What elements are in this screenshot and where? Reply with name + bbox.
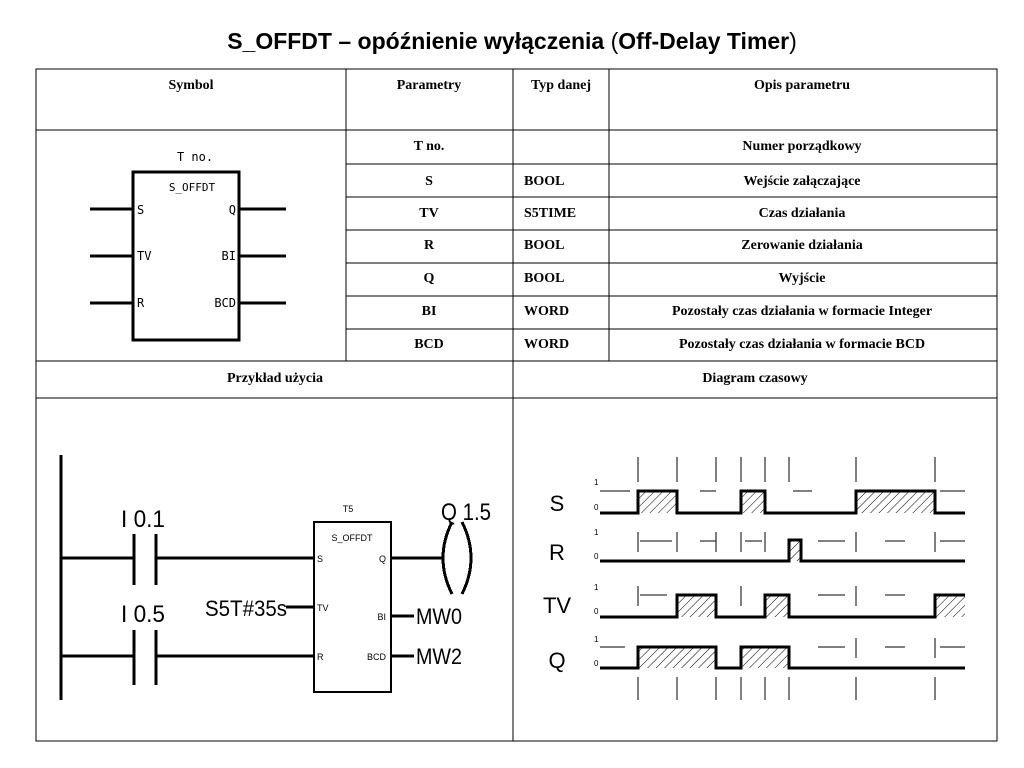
- coil-label: Q 1.5: [441, 499, 491, 526]
- table-grid: [35, 68, 998, 742]
- row-bi-type: WORD: [524, 304, 570, 319]
- ladder-pin-bcd: BCD: [367, 652, 387, 662]
- level-low-q: 0: [594, 659, 599, 668]
- symbol-in-tv: TV: [137, 249, 151, 263]
- symbol-name: S_OFFDT: [169, 181, 216, 194]
- row-tno-param: T no.: [413, 139, 445, 154]
- level-low-r: 0: [594, 552, 599, 561]
- time-value-label: S5T#35s: [205, 596, 287, 621]
- row-s-type: BOOL: [524, 174, 565, 189]
- timing-markers: [637, 457, 936, 700]
- section-timing: Diagram czasowy: [702, 371, 808, 386]
- row-s-param: S: [425, 174, 433, 189]
- contact2-label: I 0.5: [121, 601, 165, 628]
- level-high-r: 1: [594, 528, 599, 537]
- row-q-param: Q: [423, 271, 435, 286]
- table-border: [35, 68, 998, 742]
- row-q-type: BOOL: [524, 271, 565, 286]
- level-low-s: 0: [594, 503, 599, 512]
- row-bcd-desc: Pozostały czas działania w formacie BCD: [678, 337, 926, 352]
- row-r-param: R: [423, 238, 435, 253]
- header-typ-danej: Typ danej: [530, 78, 592, 93]
- level-high-s: 1: [594, 478, 599, 487]
- ladder-block-name: S_OFFDT: [331, 533, 373, 543]
- coil-left-arc: [441, 521, 454, 595]
- row-tv-type: S5TIME: [524, 206, 577, 221]
- symbol-tno: T no.: [177, 150, 213, 164]
- symbol-in-r: R: [137, 296, 145, 310]
- row-q-desc: Wyjście: [778, 271, 826, 286]
- ladder-timer-no: T5: [343, 504, 354, 514]
- ladder-pin-s: S: [317, 554, 323, 564]
- row-r-desc: Zerowanie działania: [741, 238, 863, 253]
- signal-s: [600, 489, 965, 515]
- ladder-pin-tv: TV: [317, 603, 329, 613]
- signal-q: [600, 638, 965, 670]
- signal-r: [600, 532, 965, 563]
- row-bcd-type: WORD: [524, 337, 570, 352]
- section-example: Przykład użycia: [226, 371, 324, 386]
- signal-tv: [600, 586, 965, 619]
- row-tno-desc: Numer porządkowy: [742, 139, 862, 154]
- row-tv-param: TV: [419, 206, 439, 221]
- signal-label-r: R: [549, 540, 565, 565]
- contact1-label: I 0.1: [121, 506, 165, 533]
- timing-labels: S R TV Q 1 0 1 0 1 0 1 0: [543, 478, 599, 673]
- out-bi-label: MW0: [416, 604, 462, 629]
- timing-diagram: S R TV Q 1 0 1 0 1 0 1 0: [543, 457, 965, 700]
- ladder-pin-bi: BI: [377, 612, 386, 622]
- signal-label-tv: TV: [543, 593, 571, 618]
- symbol-out-bcd: BCD: [214, 296, 236, 310]
- symbol-block: [90, 170, 286, 342]
- ladder-pin-q: Q: [379, 554, 386, 564]
- symbol-out-bi: BI: [222, 249, 236, 263]
- title-english: Off-Delay Timer: [618, 28, 790, 54]
- coil-right-arc: [460, 521, 473, 595]
- title-main: S_OFFDT – opóźnienie wyłączenia: [227, 28, 605, 54]
- header-parametry: Parametry: [396, 78, 462, 93]
- header-symbol: Symbol: [168, 78, 214, 93]
- row-r-type: BOOL: [524, 238, 565, 253]
- level-high-tv: 1: [594, 583, 599, 592]
- signal-label-q: Q: [548, 648, 565, 673]
- row-tv-desc: Czas działania: [758, 206, 846, 221]
- title-paren-close: ): [789, 28, 797, 54]
- ladder-timer-box: [313, 521, 392, 693]
- level-high-q: 1: [594, 635, 599, 644]
- row-s-desc: Wejście załączające: [743, 174, 861, 189]
- out-bcd-label: MW2: [416, 644, 462, 669]
- row-bi-desc: Pozostały czas działania w formacie Inte…: [671, 304, 933, 319]
- symbol-labels: T no. S_OFFDT S TV R Q BI BCD: [137, 150, 236, 310]
- ladder-pin-r: R: [317, 652, 324, 662]
- row-bcd-param: BCD: [414, 337, 444, 352]
- signal-label-s: S: [550, 491, 565, 516]
- page-title: S_OFFDT – opóźnienie wyłączenia (Off-Del…: [0, 28, 1024, 55]
- ladder-labels: I 0.1 I 0.5 T5 S_OFFDT S TV R Q BI BCD S…: [121, 499, 491, 669]
- ladder-diagram: [59, 455, 473, 700]
- symbol-in-s: S: [137, 203, 144, 217]
- row-bi-param: BI: [421, 304, 437, 319]
- header-opis: Opis parametru: [753, 78, 851, 93]
- title-paren-open: (: [610, 28, 619, 54]
- symbol-out-q: Q: [229, 203, 236, 217]
- level-low-tv: 0: [594, 607, 599, 616]
